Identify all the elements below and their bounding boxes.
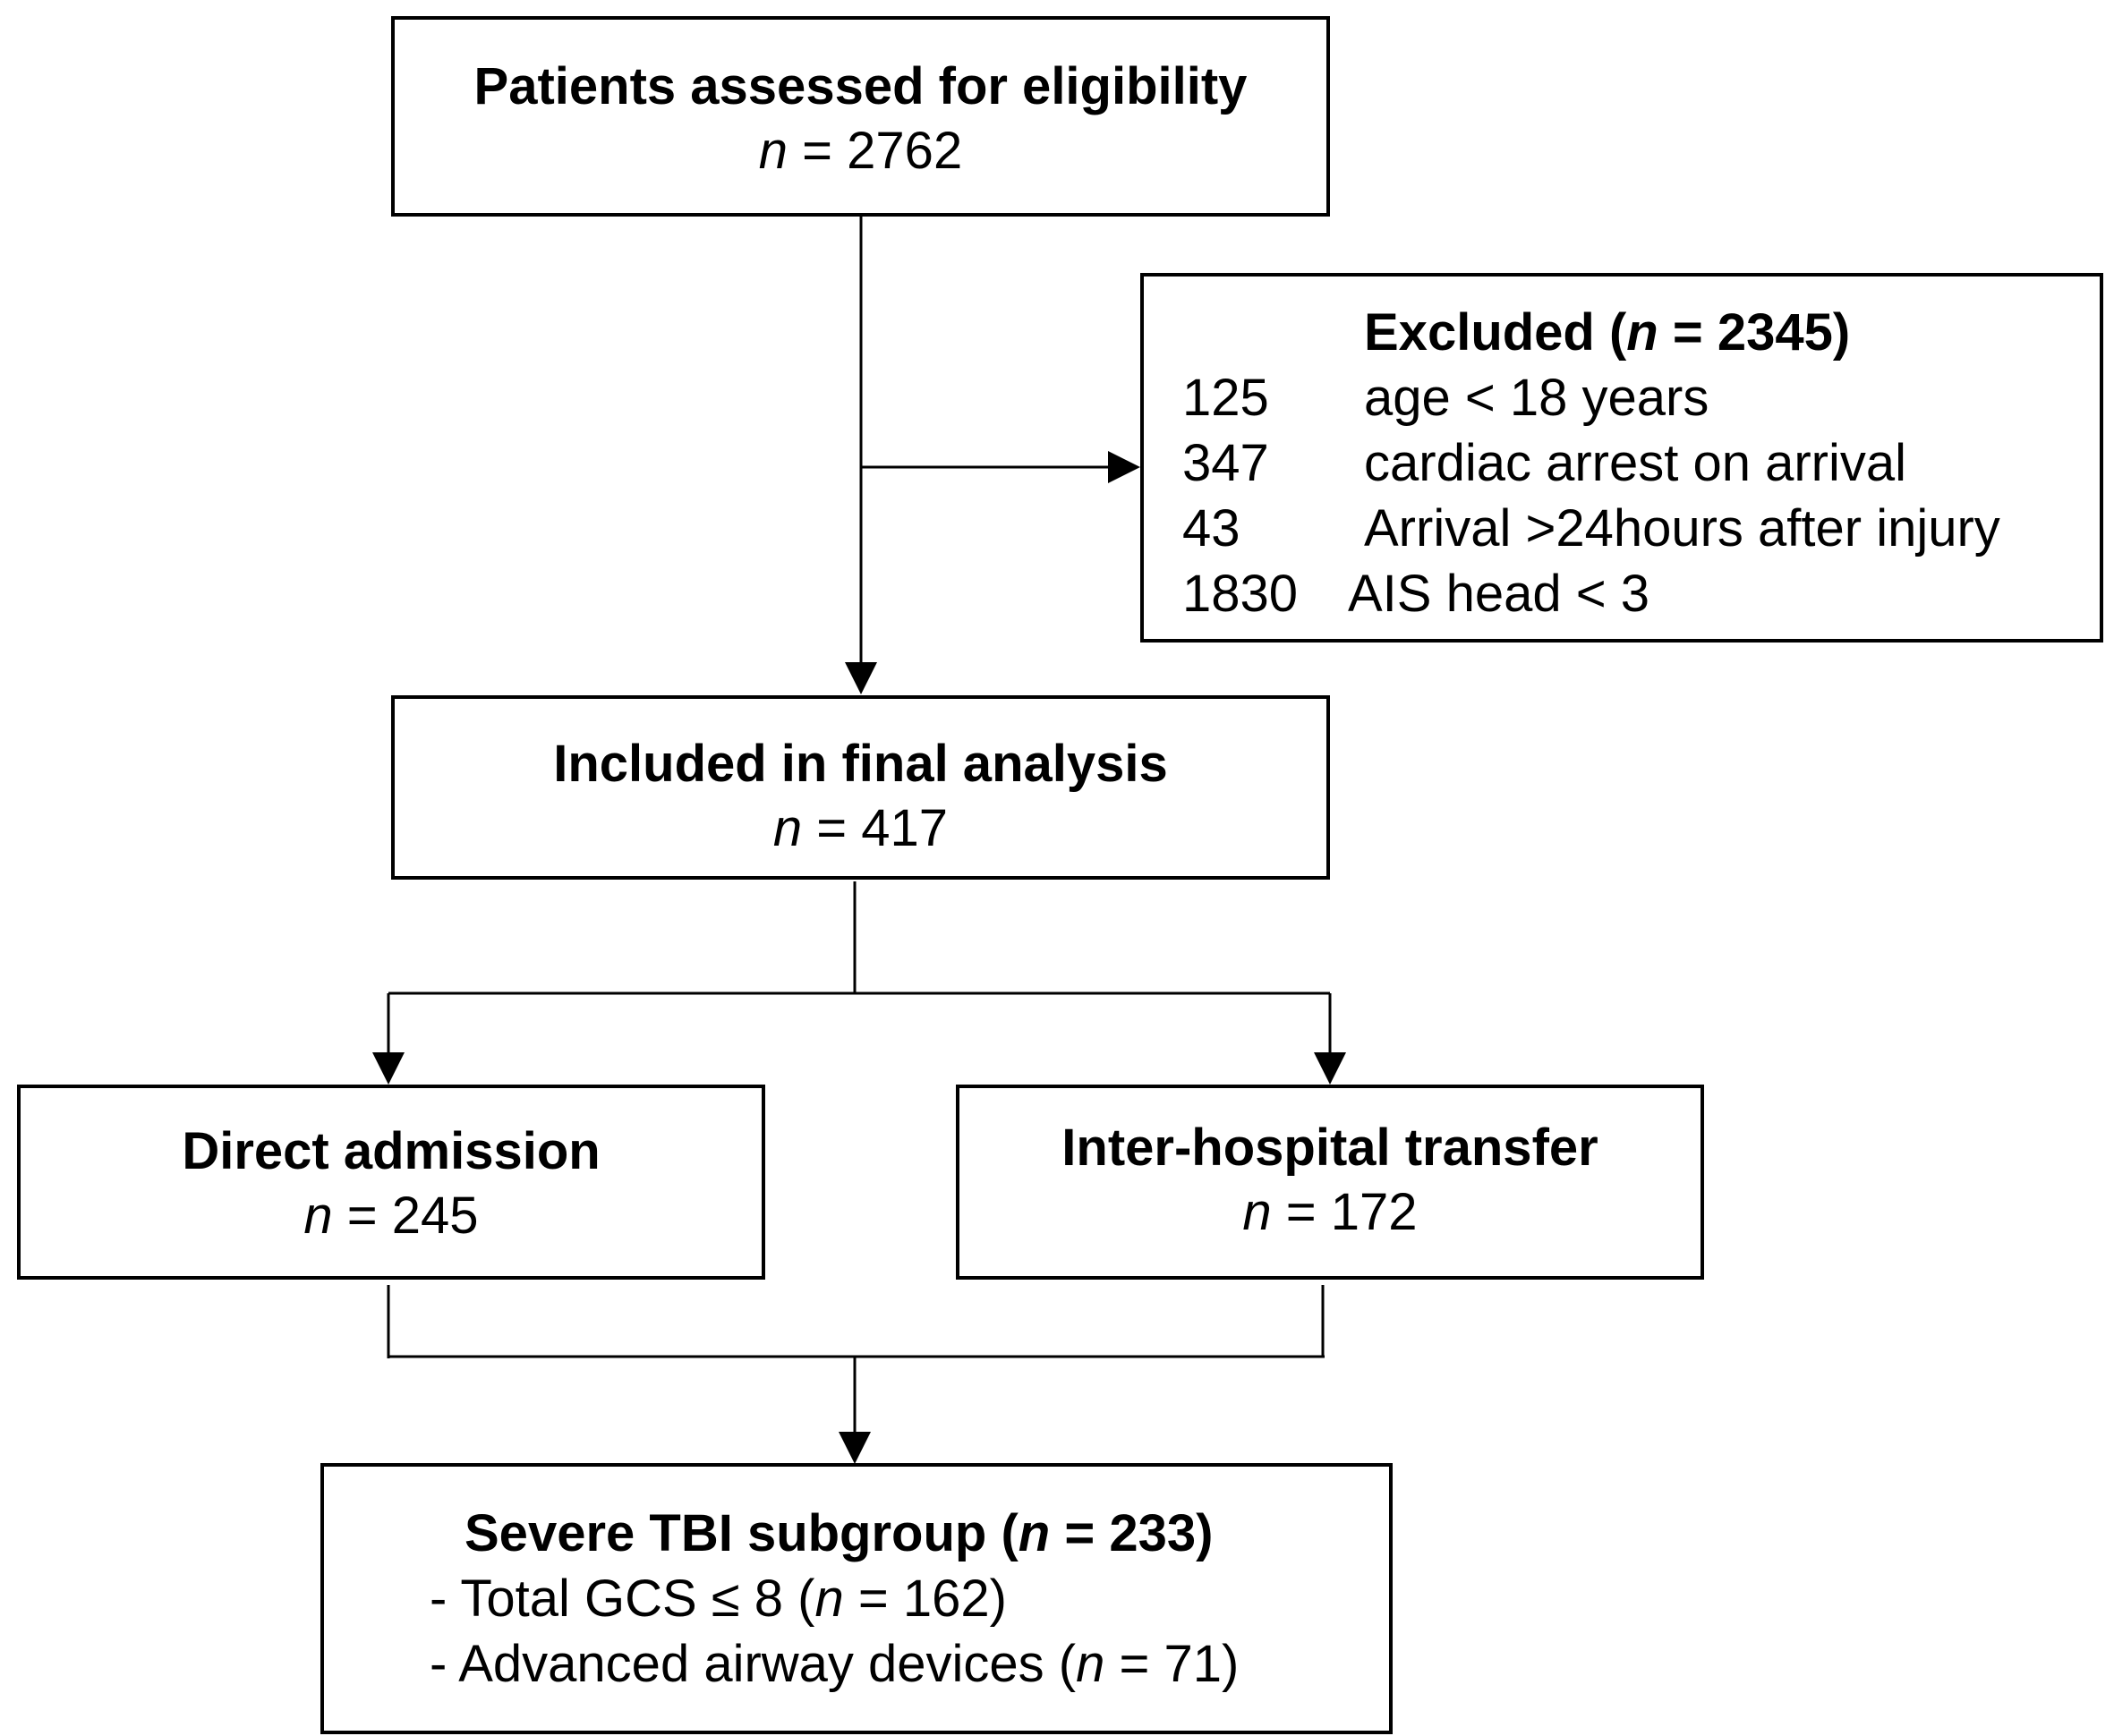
box-transfer: Inter-hospital transfer n = 172 <box>956 1085 1704 1280</box>
arrowhead-direct <box>372 1052 405 1085</box>
box-severe-tbi: Severe TBI subgroup (n = 233) - Total GC… <box>320 1463 1393 1734</box>
excluded-count: 1830 <box>1182 565 1299 623</box>
excluded-reason: cardiac arrest on arrival <box>1364 434 1906 492</box>
excluded-reason: Arrival >24hours after injury <box>1364 499 2000 557</box>
box-included: Included in final analysis n = 417 <box>391 695 1330 880</box>
excluded-count: 43 <box>1182 499 1240 557</box>
box-direct-count: n = 245 <box>303 1187 479 1245</box>
arrowhead-transfer <box>1314 1052 1346 1085</box>
box-severe-title: Severe TBI subgroup (n = 233) <box>465 1504 1214 1562</box>
arrowhead-excluded <box>1108 451 1140 483</box>
box-excluded-title: Excluded (n = 2345) <box>1364 303 1851 362</box>
box-assessed-title: Patients assessed for eligibility <box>473 57 1248 115</box>
box-direct-title: Direct admission <box>182 1122 601 1180</box>
excluded-count: 347 <box>1182 434 1269 492</box>
box-assessed: Patients assessed for eligibility n = 27… <box>391 16 1330 217</box>
excluded-count: 125 <box>1182 369 1269 427</box>
box-direct-admission: Direct admission n = 245 <box>17 1085 765 1280</box>
box-assessed-count: n = 2762 <box>758 122 963 180</box>
severe-item: - Advanced airway devices (n = 71) <box>430 1635 1240 1693</box>
arrowhead-included <box>845 662 877 694</box>
box-included-title: Included in final analysis <box>553 735 1168 793</box>
severe-item: - Total GCS ≤ 8 (n = 162) <box>430 1570 1007 1628</box>
box-excluded: Excluded (n = 2345) 125 age < 18 years 3… <box>1140 273 2103 642</box>
arrowhead-severe <box>839 1432 871 1464</box>
box-transfer-title: Inter-hospital transfer <box>1061 1119 1598 1177</box>
excluded-reason: AIS head < 3 <box>1348 565 1649 623</box>
box-transfer-count: n = 172 <box>1242 1183 1418 1241</box>
excluded-reason: age < 18 years <box>1364 369 1709 427</box>
box-included-count: n = 417 <box>772 799 949 857</box>
